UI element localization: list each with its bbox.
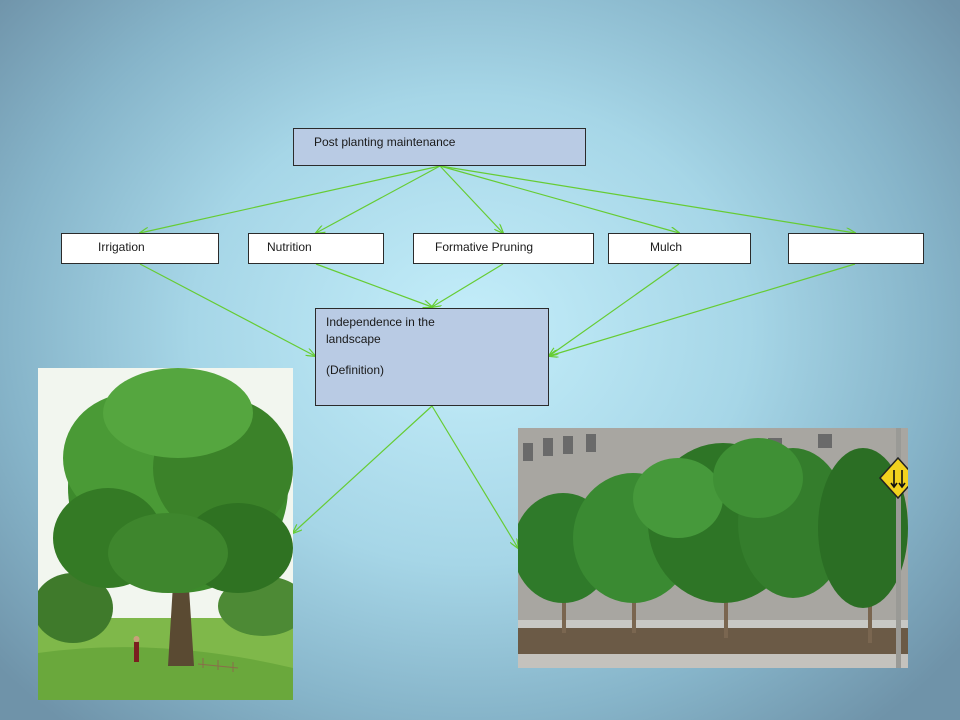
outcome-node-box: Independence in the landscape (Definitio… [315, 308, 549, 406]
arrow-outcome-to-left-photo [293, 405, 433, 533]
arrow-root-to-mulch [439, 165, 679, 233]
child-node-mulch: Mulch [608, 233, 751, 264]
child-node-label: Irrigation [98, 240, 145, 254]
child-node-blank [788, 233, 924, 264]
right-street-trees-photo [518, 428, 908, 668]
outcome-title-line2: landscape [326, 332, 381, 346]
arrow-outcome-to-right-photo [431, 405, 518, 548]
arrow-formative-pruning-to-outcome [432, 263, 504, 307]
child-node-label: Mulch [650, 240, 683, 254]
outcome-note: (Definition) [326, 363, 385, 377]
child-node-irrigation: Irrigation [61, 233, 219, 264]
root-node-box: Post planting maintenance [293, 128, 586, 166]
child-node-nutrition: Nutrition [248, 233, 384, 264]
child-node-label: Formative Pruning [435, 240, 534, 254]
outcome-title-line1: Independence in the [326, 315, 435, 329]
arrow-irrigation-to-outcome [139, 263, 315, 356]
child-node-label: Nutrition [267, 240, 312, 254]
arrow-blank-box-to-outcome [549, 263, 856, 356]
arrow-root-to-blank-box [439, 165, 855, 233]
arrow-mulch-to-outcome [549, 263, 680, 356]
child-node-formative-pruning: Formative Pruning [413, 233, 594, 264]
arrow-root-to-irrigation [140, 165, 441, 233]
root-node-label: Post planting maintenance [314, 135, 456, 149]
arrow-root-to-formative-pruning [439, 165, 503, 233]
arrow-nutrition-to-outcome [315, 263, 432, 307]
arrow-root-to-nutrition [316, 165, 441, 233]
left-tree-photo [38, 368, 293, 700]
